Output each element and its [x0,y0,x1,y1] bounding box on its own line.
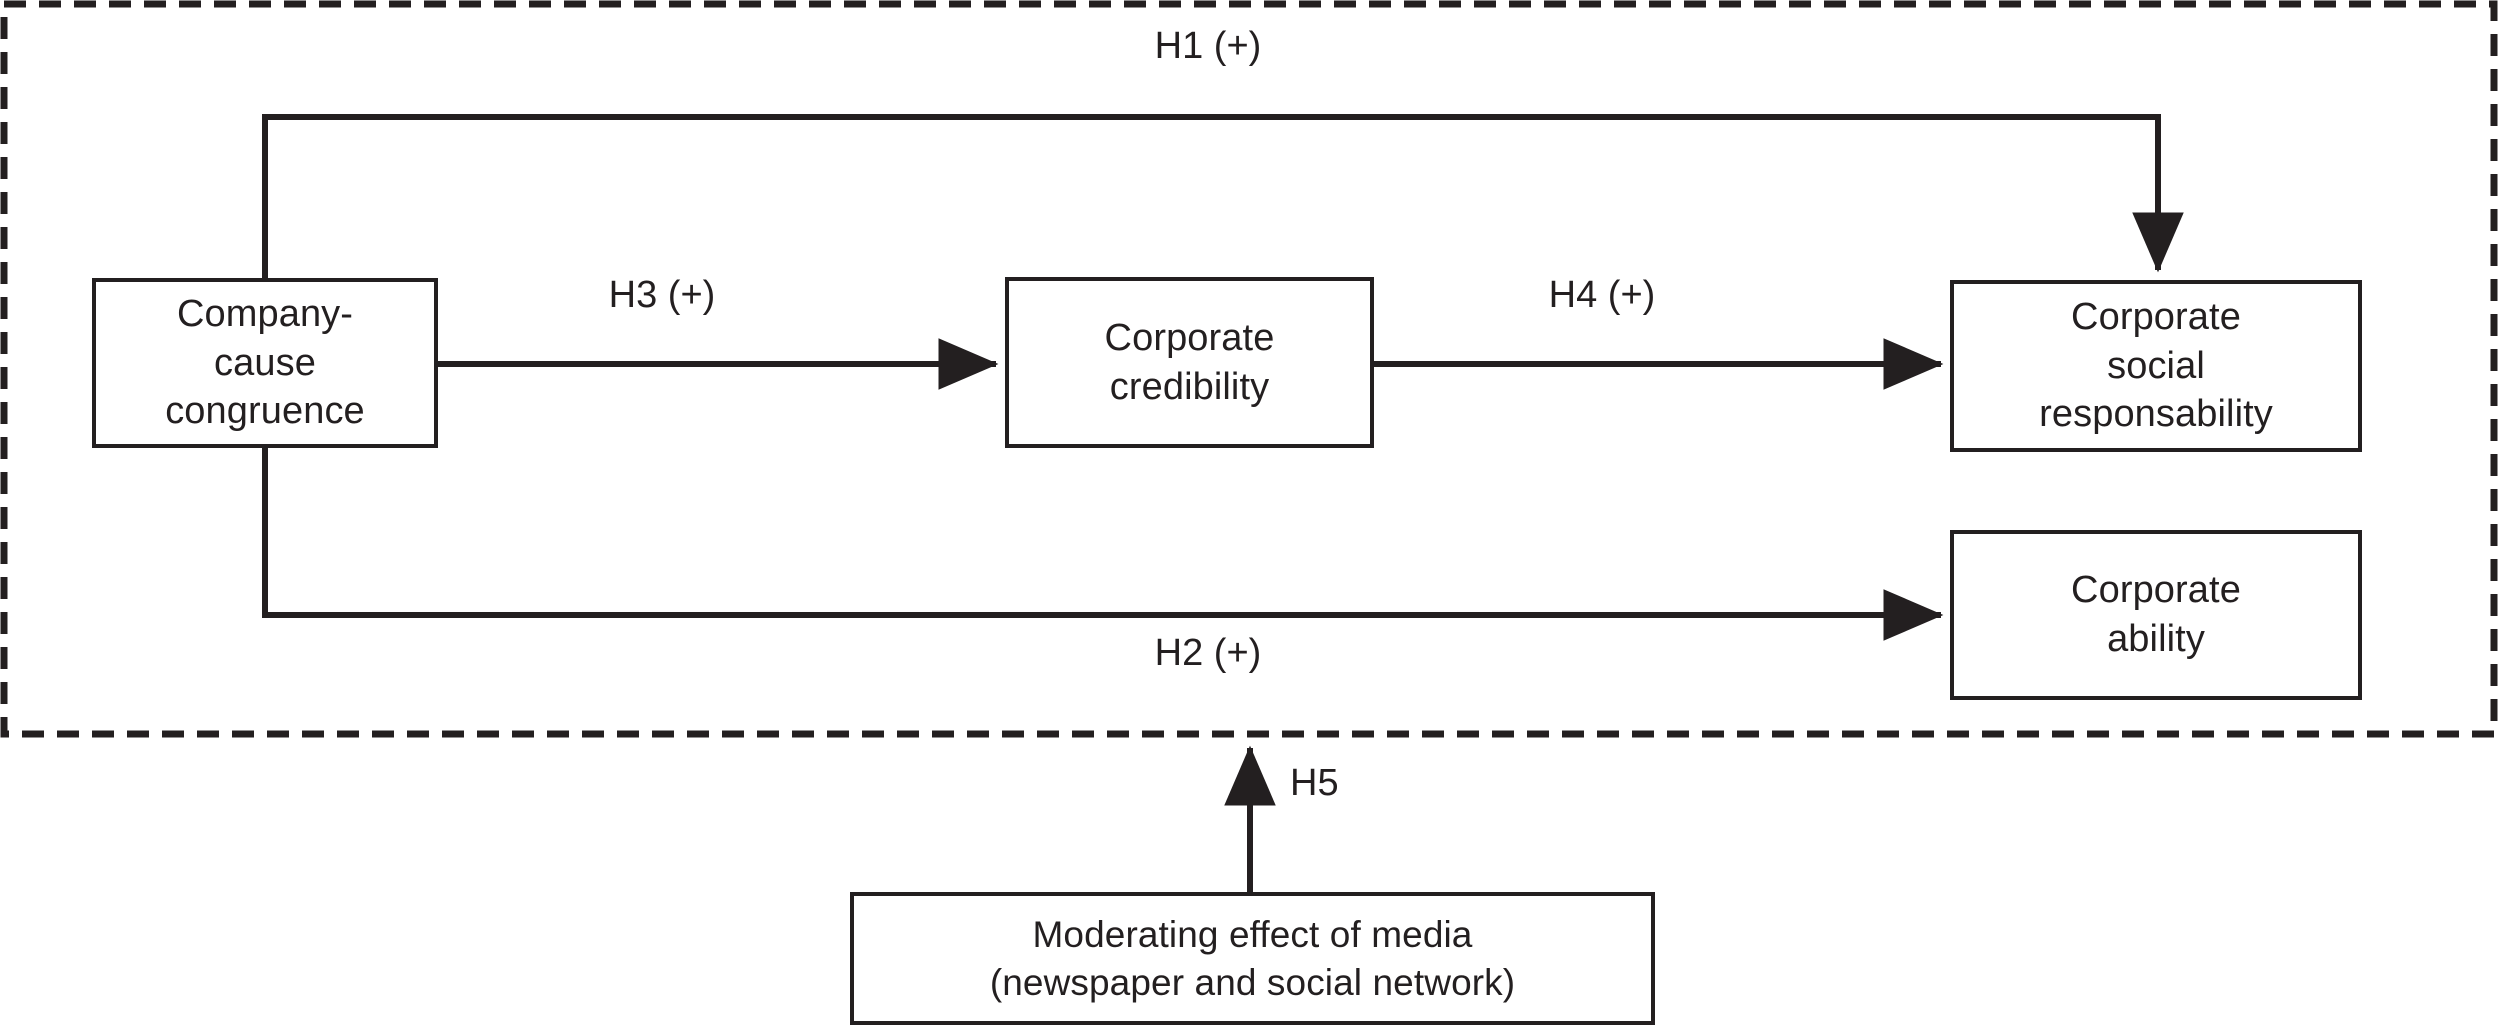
node-corporate-social-responsability[interactable]: Corporate social responsability [1950,280,2362,452]
edge-h2-path [262,448,1944,641]
node-moderating-effect-of-media[interactable]: Moderating effect of media (newspaper an… [850,892,1655,1025]
edge-label-h3: H3 (+) [608,274,716,316]
edge-h1-path [262,114,2184,278]
node-label-credibility: Corporate credibility [1104,316,1275,408]
edge-label-h1: H1 (+) [1154,25,1262,67]
edge-label-h4: H4 (+) [1548,274,1656,316]
edge-label-h2: H2 (+) [1154,632,1262,674]
node-label-ability: Corporate ability [2071,569,2241,660]
edge-label-h5: H5 [1290,762,1339,804]
node-corporate-credibility[interactable]: Corporate credibility [1005,277,1374,448]
model-frame-dashed [0,0,2498,738]
node-label-moderator: Moderating effect of media (newspaper an… [989,914,1516,1003]
node-company-cause-congruence[interactable]: Company- cause congruence [92,278,438,448]
node-label-congruence: Company- cause congruence [165,293,365,433]
node-corporate-ability[interactable]: Corporate ability [1950,530,2362,700]
node-label-csr: Corporate social responsability [2039,296,2273,436]
